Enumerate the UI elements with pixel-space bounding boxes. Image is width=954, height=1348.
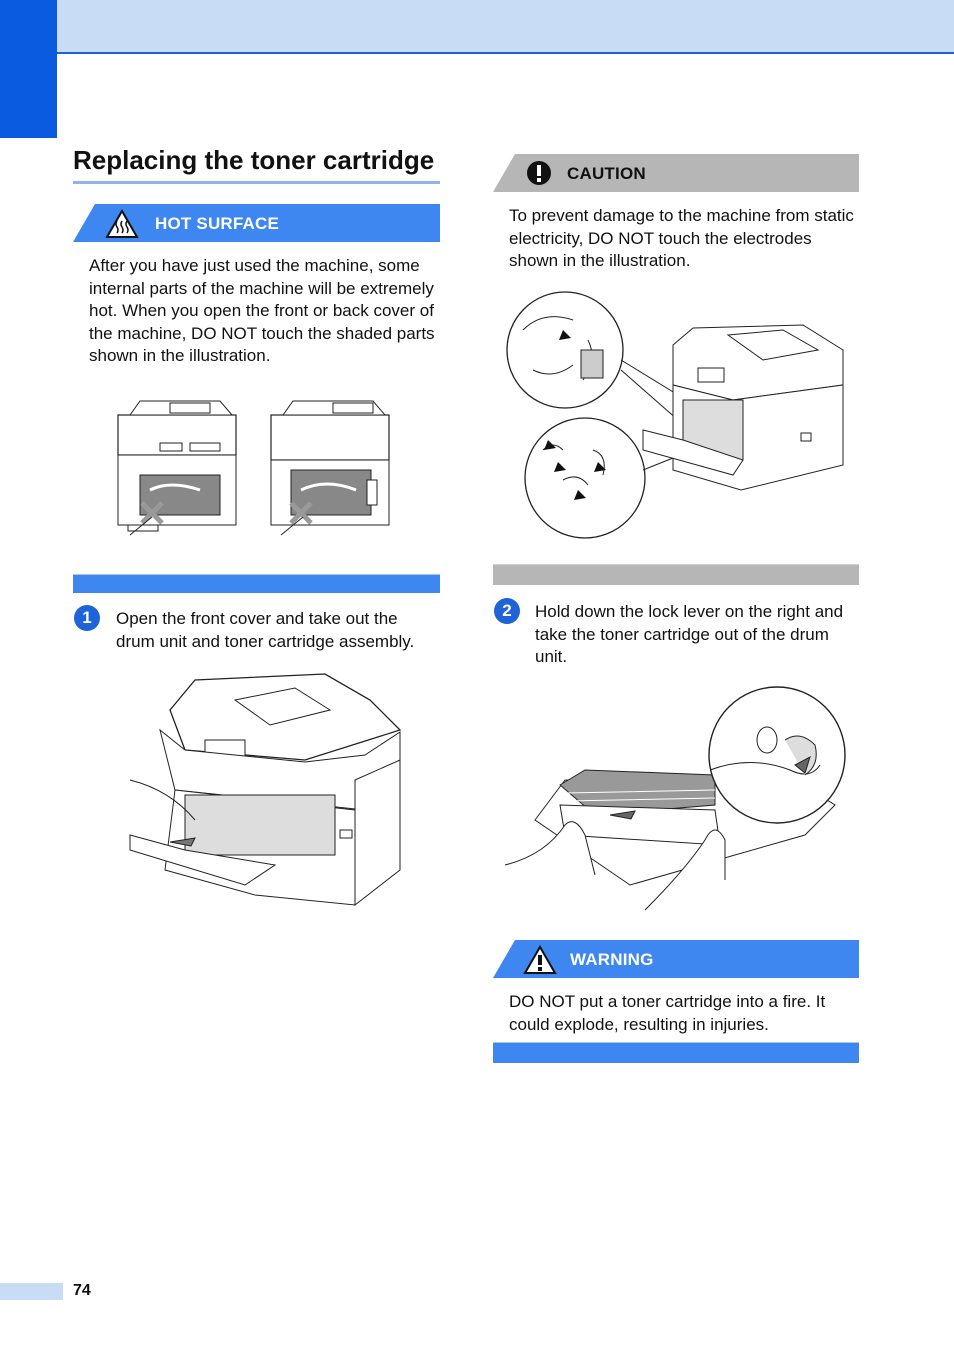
hot-surface-closing-bar: [73, 574, 440, 593]
warning-closing-bar: [493, 1042, 859, 1063]
caution-bar: CAUTION: [493, 154, 859, 192]
caution-closing-bar: [493, 564, 859, 585]
hot-surface-label: HOT SURFACE: [155, 214, 280, 233]
caution-label: CAUTION: [567, 164, 646, 183]
step-2-number: 2: [494, 598, 520, 624]
page-title: Replacing the toner cartridge: [73, 145, 435, 175]
step-1-text: Open the front cover and take out the dr…: [116, 609, 415, 651]
caution-illustration: [503, 290, 848, 540]
step-2-illustration: [505, 685, 850, 915]
exclamation-icon: [526, 160, 552, 186]
caution-text: To prevent damage to the machine from st…: [509, 206, 854, 270]
hot-surface-bar: HOT SURFACE: [73, 204, 440, 242]
hot-surface-text: After you have just used the machine, so…: [89, 256, 435, 365]
warning-label: WARNING: [570, 950, 654, 969]
hot-surface-warning-icon: [105, 209, 139, 239]
hot-surface-illustration-back: [263, 395, 403, 545]
warning-bar: WARNING: [493, 940, 859, 978]
step-1-number: 1: [74, 605, 100, 631]
hot-surface-illustration-front: [110, 395, 250, 545]
warning-triangle-icon: [523, 945, 557, 975]
bar-slant: [73, 204, 95, 242]
header-band: [0, 0, 954, 54]
step-2-text: Hold down the lock lever on the right an…: [535, 602, 844, 666]
chapter-tab: [0, 0, 57, 138]
title-rule: [73, 181, 440, 184]
bar-slant: [493, 154, 515, 192]
page-number-tab: [0, 1283, 63, 1300]
step-1-illustration: [125, 670, 405, 910]
page-number: 74: [73, 1282, 91, 1299]
bar-slant: [493, 940, 515, 978]
warning-text: DO NOT put a toner cartridge into a fire…: [509, 992, 826, 1034]
